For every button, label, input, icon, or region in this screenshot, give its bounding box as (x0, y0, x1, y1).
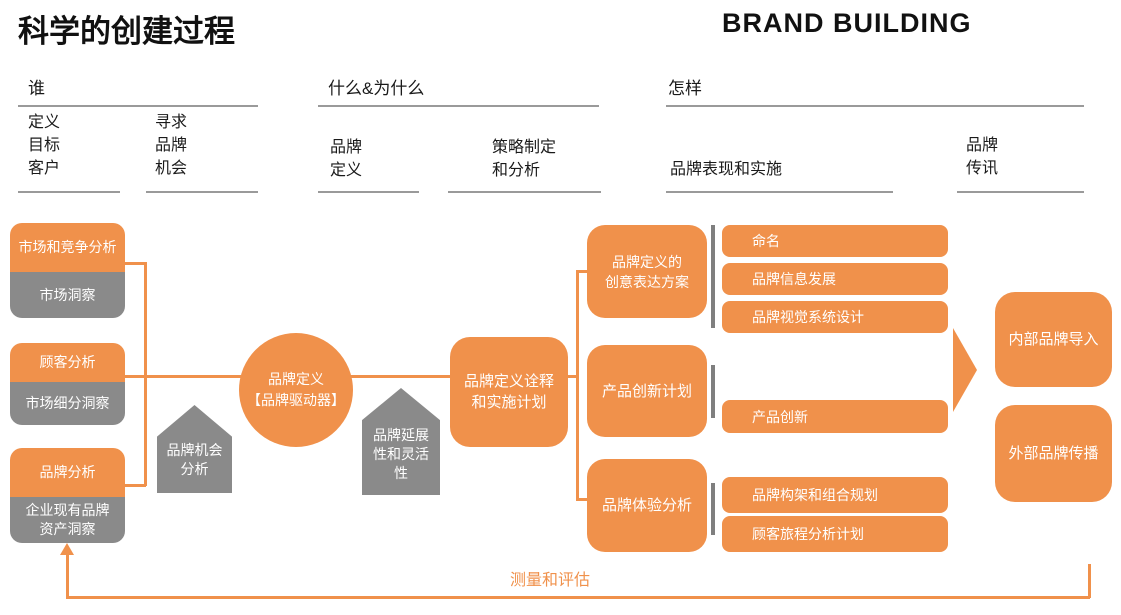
divider-communication (957, 191, 1084, 193)
column-header-how: 怎样 (668, 79, 702, 98)
connector-bracket-bottom (576, 498, 588, 501)
column-header-who: 谁 (28, 79, 45, 98)
measurement-label: 测量和评估 (509, 572, 590, 589)
connector-bracket-top (576, 270, 588, 273)
feedback-line-left (66, 553, 69, 598)
box-external-brand-communication: 外部品牌传播 (995, 405, 1112, 502)
subheader-communication: 品牌 传讯 (966, 137, 999, 177)
circle-brand-driver: 品牌定义 【品牌驱动器】 (239, 333, 353, 447)
bar-brand-message-development: 品牌信息发展 (722, 263, 948, 295)
bar-naming: 命名 (722, 225, 948, 257)
page-title: 科学的创建过程 (18, 14, 235, 49)
connector-brand-analysis (124, 484, 146, 487)
box-segmentation-insight: 市场细分洞察 (10, 382, 125, 425)
bar-product-innovation: 产品创新 (722, 400, 948, 433)
box-market-competition-analysis: 市场和竞争分析 (10, 223, 125, 272)
divider-define-target (18, 191, 120, 193)
column-header-what-why: 什么&为什么 (328, 79, 425, 98)
box-market-insight: 市场洞察 (10, 272, 125, 318)
divider-strategy (448, 191, 601, 193)
feedback-arrowhead-icon (60, 543, 74, 555)
divider-performance (666, 191, 893, 193)
separator-top (711, 225, 715, 328)
connector-market-analysis (124, 262, 146, 265)
connector-bracket-vertical (576, 271, 579, 501)
subheader-performance: 品牌表现和实施 (670, 161, 783, 178)
bar-brand-architecture-portfolio: 品牌构架和组合规划 (722, 477, 948, 513)
brand-building-title: BRAND BUILDING (722, 8, 972, 38)
divider-how (666, 105, 1084, 107)
feedback-line-bottom (66, 596, 1090, 599)
bar-customer-journey-analysis: 顾客旅程分析计划 (722, 516, 948, 552)
separator-middle (711, 365, 715, 418)
divider-who (18, 105, 258, 107)
separator-bottom (711, 483, 715, 535)
box-customer-analysis: 顾客分析 (10, 343, 125, 382)
box-internal-brand-launch: 内部品牌导入 (995, 292, 1112, 387)
connector-collector-vertical (144, 262, 147, 486)
box-brand-asset-insight: 企业现有品牌 资产洞察 (10, 497, 125, 543)
pentagon-brand-extensibility: 品牌延展 性和灵活 性 (362, 388, 440, 495)
bar-visual-identity-design: 品牌视觉系统设计 (722, 301, 948, 333)
divider-seek-opportunity (146, 191, 258, 193)
subheader-strategy: 策略制定 和分析 (492, 139, 557, 179)
divider-what-why (318, 105, 599, 107)
subheader-brand-definition: 品牌 定义 (330, 139, 363, 179)
subheader-define-target: 定义 目标 客户 (28, 114, 61, 177)
pentagon-brand-opportunity-analysis: 品牌机会 分析 (157, 405, 232, 493)
divider-brand-definition (318, 191, 419, 193)
box-brand-experience-analysis: 品牌体验分析 (587, 459, 707, 552)
flow-arrow-right-icon (953, 328, 977, 412)
box-creative-expression-plan: 品牌定义的 创意表达方案 (587, 225, 707, 318)
box-product-innovation-plan: 产品创新计划 (587, 345, 707, 437)
feedback-line-right (1088, 564, 1091, 598)
box-brand-analysis: 品牌分析 (10, 448, 125, 497)
box-definition-interpretation: 品牌定义诠释 和实施计划 (450, 337, 568, 447)
subheader-seek-opportunity: 寻求 品牌 机会 (155, 114, 188, 177)
